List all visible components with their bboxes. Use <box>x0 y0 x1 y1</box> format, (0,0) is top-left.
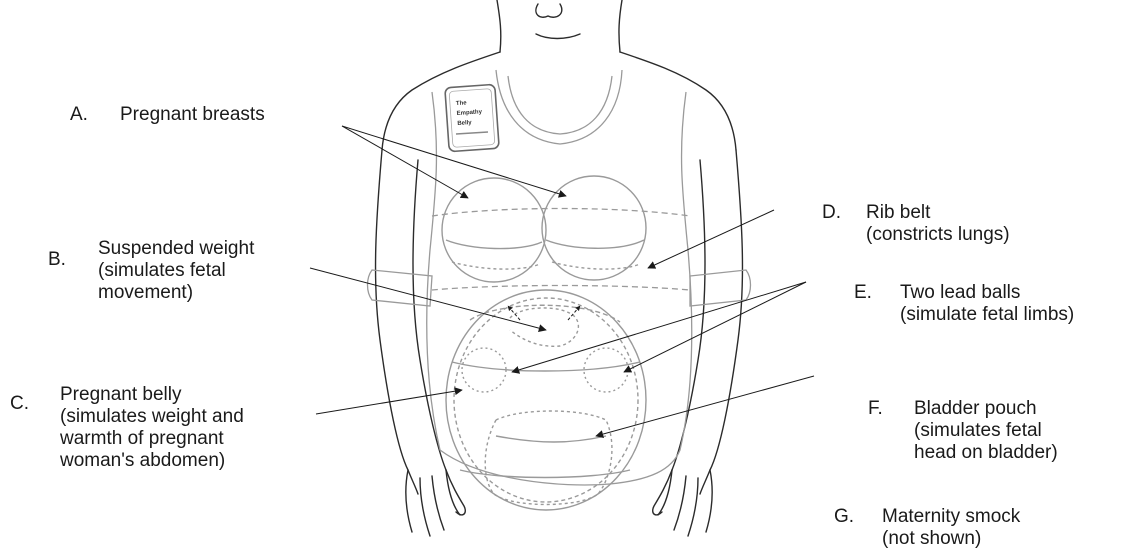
label-c-line-2: (simulates weight and <box>60 406 244 428</box>
label-g-letter: G. <box>834 506 854 528</box>
empathy-belly-patch: The Empathy Belly <box>445 84 499 151</box>
label-d-letter: D. <box>822 202 841 224</box>
left-arm-outer <box>376 150 418 494</box>
label-g-line-1: Maternity smock <box>882 506 1020 528</box>
vest-neckline-inner <box>508 76 612 134</box>
label-c-line-4: woman's abdomen) <box>60 450 244 472</box>
label-e-line-1: Two lead balls <box>900 282 1074 304</box>
nose <box>536 4 562 17</box>
left-arm-inner <box>413 160 446 470</box>
right-hand <box>653 470 712 536</box>
rib-belt-top <box>432 209 690 217</box>
label-f-line-1: Bladder pouch <box>914 398 1058 420</box>
label-b-line-1: Suspended weight <box>98 238 254 260</box>
neck-outline-right <box>619 0 622 52</box>
right-arm-outer <box>700 150 742 494</box>
pregnant-breasts <box>442 176 646 282</box>
right-arm-inner <box>672 160 705 470</box>
label-a-letter: A. <box>70 104 88 126</box>
belly-inner <box>454 298 638 502</box>
label-b-letter: B. <box>48 249 66 271</box>
label-b-line-3: movement) <box>98 282 254 304</box>
label-f-letter: F. <box>868 398 883 420</box>
label-e-line-2: (simulate fetal limbs) <box>900 304 1074 326</box>
patch-line-1: The <box>456 100 468 107</box>
leader-f <box>596 376 814 436</box>
weight-motion-left <box>508 306 520 320</box>
leader-d <box>648 210 774 268</box>
leader-e-left <box>512 282 806 372</box>
label-e-letter: E. <box>854 282 872 304</box>
patch-line-3: Belly <box>457 120 472 127</box>
label-f-line-2: (simulates fetal <box>914 420 1058 442</box>
label-c-line-1: Pregnant belly <box>60 384 244 406</box>
left-arm-band <box>368 270 433 306</box>
label-g-line-2: (not shown) <box>882 528 1020 550</box>
left-hand <box>406 470 465 536</box>
label-f-line-3: head on bladder) <box>914 442 1058 464</box>
empathy-vest <box>368 70 751 485</box>
rib-belt-bottom <box>432 286 690 291</box>
person-figure <box>376 0 743 536</box>
mouth <box>536 34 580 39</box>
right-breast <box>542 176 646 280</box>
neck-outline <box>497 0 501 52</box>
label-c-line-3: warmth of pregnant <box>60 428 244 450</box>
label-d-line-1: Rib belt <box>866 202 1010 224</box>
label-b-line-2: (simulates fetal <box>98 260 254 282</box>
right-shoulder <box>620 52 736 150</box>
label-a-line-1: Pregnant breasts <box>120 104 265 126</box>
suspended-weight <box>510 308 578 346</box>
lead-ball-left <box>462 348 506 392</box>
leader-e-right <box>624 282 806 372</box>
label-c-letter: C. <box>10 393 29 415</box>
pregnant-belly <box>446 290 646 510</box>
belly-seam <box>452 362 640 371</box>
label-d-line-2: (constricts lungs) <box>866 224 1010 246</box>
right-arm-band <box>690 270 751 306</box>
leader-c <box>316 390 462 414</box>
